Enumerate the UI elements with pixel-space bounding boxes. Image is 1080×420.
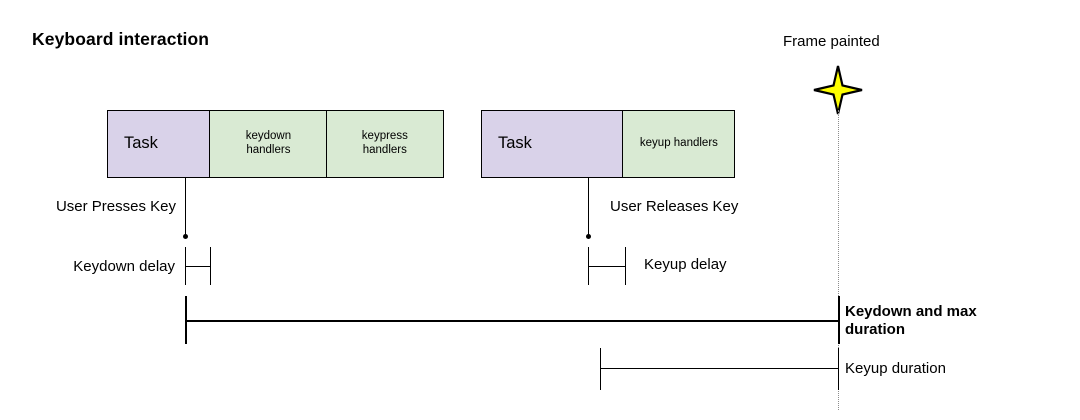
keypress-handlers-label-line2: handlers [362,144,407,156]
frame-painted-label: Frame painted [783,33,880,50]
keypress-handlers-block: keypress handlers [325,110,444,178]
keydown-and-max-duration-label: Keydown and max duration [845,303,1035,340]
keyup-delay-span [588,266,625,267]
user-releases-key-connector [588,178,589,236]
keydown-task-group: Task keydown handlers keypress handlers [107,110,444,178]
task-block-2-label: Task [498,134,532,153]
four-point-star-icon [812,64,864,116]
keyup-handlers-block: keyup handlers [622,110,736,178]
keydown-handlers-block: keydown handlers [209,110,328,178]
keydown-and-max-duration-label-line2: duration [845,321,905,339]
frame-boundary-guide [838,110,839,410]
keyup-duration-label: Keyup duration [845,360,946,377]
keydown-handlers-label-line1: keydown [245,130,292,143]
user-presses-key-connector [185,178,186,236]
keydown-delay-label: Keydown delay [73,258,175,275]
keyup-delay-label: Keyup delay [644,256,727,273]
task-block-1-label: Task [124,134,158,153]
keydown-duration-span [185,320,839,322]
keyup-task-group: Task keyup handlers [481,110,736,178]
task-block-1: Task [107,110,211,178]
page-title: Keyboard interaction [32,29,210,49]
user-releases-key-label: User Releases Key [610,198,739,215]
keydown-delay-span [185,266,210,267]
user-releases-key-marker-dot [585,234,591,239]
keydown-duration-tick-end [838,296,840,344]
keyup-handlers-label: keyup handlers [639,137,718,150]
keyup-delay-tick-end [625,247,626,285]
user-presses-key-label: User Presses Key [55,198,176,215]
keyup-duration-span [600,368,838,369]
user-presses-key-marker-dot [182,234,188,239]
keydown-handlers-label-line2: handlers [246,144,291,156]
keypress-handlers-label-line1: keypress [361,130,408,143]
keydown-delay-tick-end [210,247,211,285]
keyup-duration-tick-end [838,348,839,390]
keyup-duration-tick-start [600,348,601,390]
task-block-2: Task [481,110,624,178]
keydown-and-max-duration-label-line1: Keydown and max [845,303,977,320]
